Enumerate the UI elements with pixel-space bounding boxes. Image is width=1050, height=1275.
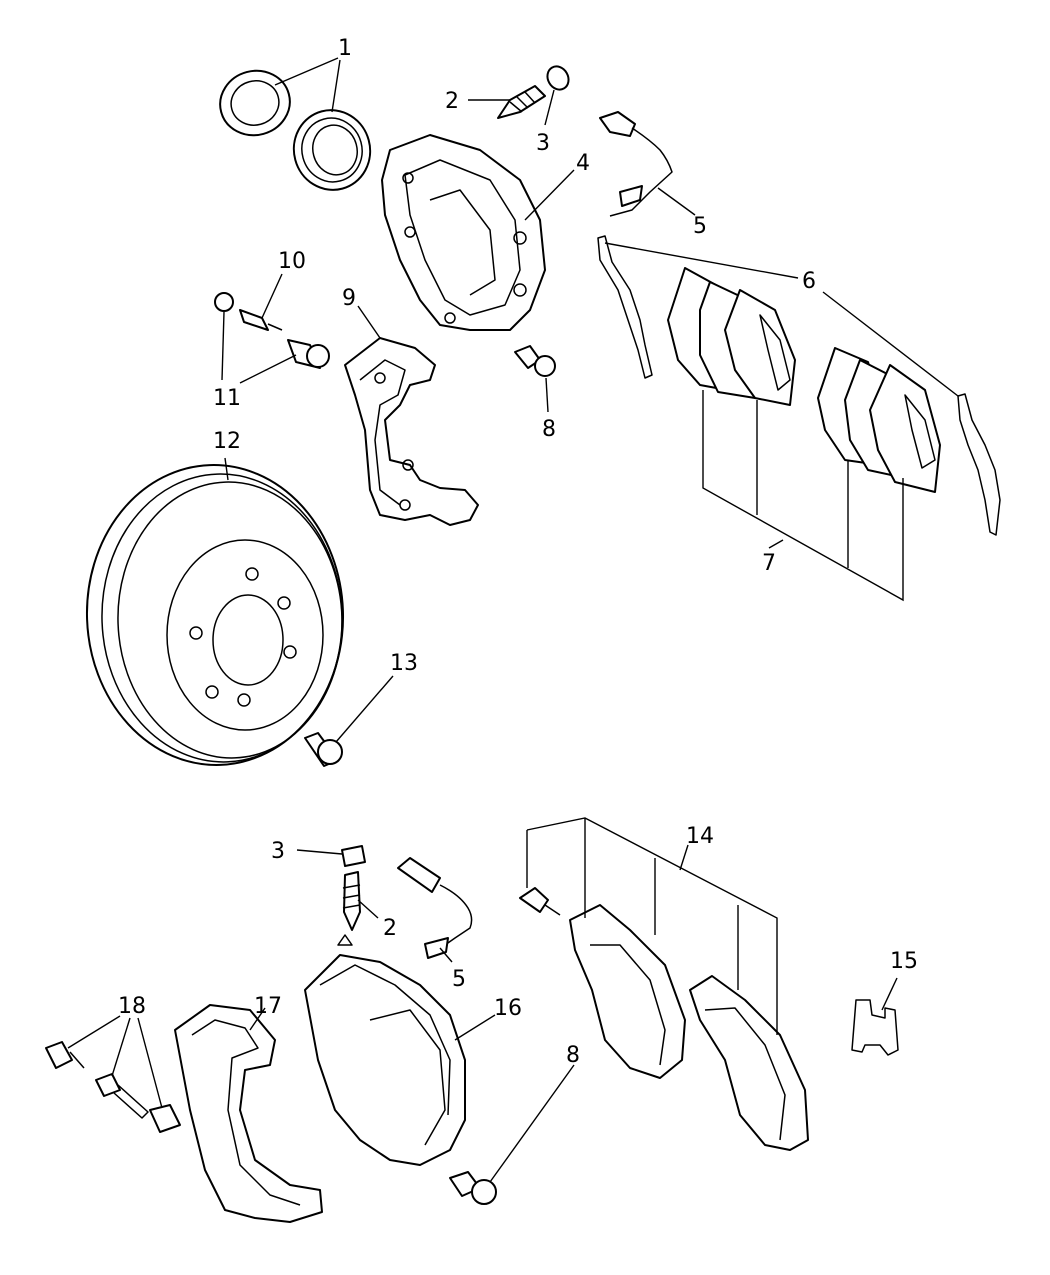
callout-2-upper: 2: [445, 89, 459, 114]
mounting-bolt-part: [45, 1041, 85, 1069]
bushing-large-part: [287, 339, 330, 369]
slide-bolt-part: [95, 1073, 149, 1119]
caliper-bracket-upper: [344, 337, 479, 526]
bleeder-screw-lower: [342, 871, 361, 931]
caliper-body-lower: [304, 934, 466, 1166]
brake-pad-lower-rear: [689, 975, 809, 1151]
wear-sensor-lower: [397, 857, 473, 959]
callout-4: 4: [576, 151, 590, 176]
caliper-bracket-lower: [174, 1004, 323, 1223]
pad-clip-part: [851, 999, 899, 1056]
slide-bushing-part: [149, 1104, 181, 1133]
brake-pad-upper-front: [667, 267, 796, 406]
callout-7: 7: [762, 551, 776, 576]
callout-12: 12: [213, 429, 241, 454]
seal-ring-part: [219, 69, 291, 137]
callout-3-lower: 3: [271, 839, 285, 864]
brake-pad-lower-front: [519, 887, 686, 1079]
callout-14: 14: [686, 824, 714, 849]
callout-8-upper: 8: [542, 417, 556, 442]
callout-labels: 1 2 3 4 5 6 7 8 9 10 11 12 13 3 2 5 14 1…: [118, 36, 918, 1068]
callout-17: 17: [254, 994, 282, 1019]
leader-lines: [67, 57, 959, 1183]
callout-18: 18: [118, 994, 146, 1019]
slide-pin-part: [239, 309, 283, 331]
callout-15: 15: [890, 949, 918, 974]
anti-rattle-clip-upper-right: [957, 393, 1001, 536]
brake-rotor-part: [85, 464, 345, 766]
callout-5-upper: 5: [693, 214, 707, 239]
callout-3-upper: 3: [536, 131, 550, 156]
piston-boot-part: [292, 109, 372, 191]
callout-13: 13: [390, 651, 418, 676]
wear-sensor-upper: [599, 111, 673, 217]
bleeder-cap-lower: [341, 845, 366, 867]
callout-8-lower: 8: [566, 1043, 580, 1068]
callout-10: 10: [278, 249, 306, 274]
callout-2-lower: 2: [383, 916, 397, 941]
brake-pad-upper-rear: [817, 347, 941, 493]
callout-1: 1: [338, 36, 352, 61]
callout-16: 16: [494, 996, 522, 1021]
callout-5-lower: 5: [452, 967, 466, 992]
caliper-body-upper: [381, 134, 546, 331]
anti-rattle-clip-upper-left: [597, 235, 653, 379]
rotor-screw-part: [304, 732, 343, 767]
callout-11: 11: [213, 386, 241, 411]
callout-9: 9: [342, 286, 356, 311]
callout-6: 6: [802, 269, 816, 294]
guide-bolt-upper: [514, 345, 556, 377]
bushing-small-part: [214, 292, 234, 312]
bleeder-cap-upper: [546, 65, 570, 91]
bleeder-screw-upper: [497, 85, 546, 119]
guide-bolt-lower: [449, 1171, 497, 1205]
